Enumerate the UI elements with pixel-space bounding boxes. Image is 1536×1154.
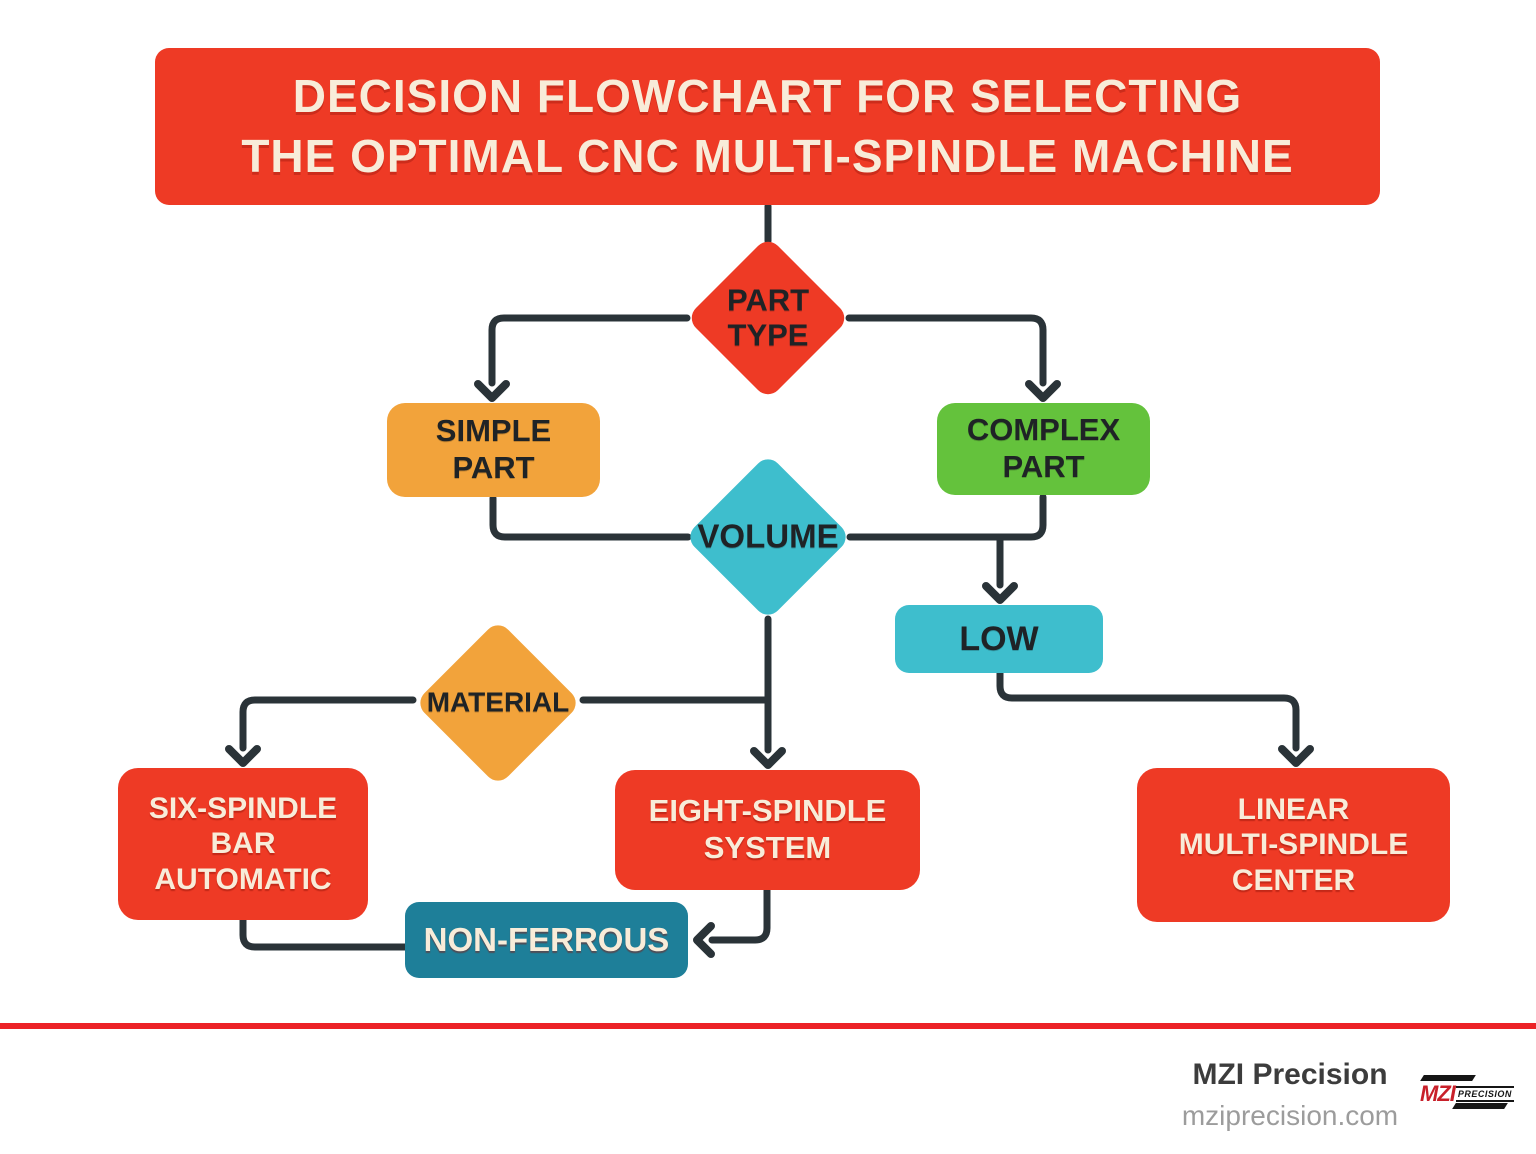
arrowhead-simple-part	[474, 380, 510, 402]
edge-part-type-to-complex	[845, 314, 1047, 387]
footer-website: mziprecision.com	[1181, 1100, 1399, 1131]
arrowhead-complex-part	[1025, 380, 1061, 402]
footer-company-name: MZI Precision	[1192, 1058, 1388, 1091]
node-simple-part: SIMPLE PART	[387, 403, 600, 497]
footer-divider	[0, 1023, 1536, 1029]
edge-material-to-six-spindle	[239, 696, 417, 752]
edge-complex-to-volume	[846, 493, 1047, 541]
node-eight-spindle-system: EIGHT-SPINDLE SYSTEM	[615, 770, 920, 890]
arrowhead-six-spindle	[225, 745, 261, 767]
edge-part-type-to-simple	[488, 314, 691, 387]
edge-six-spindle-to-non-ferrous	[239, 916, 410, 951]
node-low: LOW	[895, 605, 1103, 673]
arrowhead-low	[982, 582, 1018, 604]
arrowhead-linear	[1278, 745, 1314, 767]
logo-mzi-text: MZI	[1420, 1081, 1456, 1106]
node-linear-multi-spindle-center: LINEAR MULTI-SPINDLE CENTER	[1137, 768, 1450, 922]
footer-text-block: MZI Precision mziprecision.com	[1130, 1058, 1450, 1132]
edge-eight-spindle-to-non-ferrous	[708, 886, 771, 944]
edge-low-to-linear	[996, 669, 1300, 752]
node-complex-part: COMPLEX PART	[937, 403, 1150, 495]
logo-precision-text: PRECISION	[1455, 1086, 1514, 1102]
edge-simple-to-volume	[489, 494, 692, 541]
arrowhead-eight-spindle	[750, 747, 786, 769]
decision-volume-label: VOLUME	[697, 517, 839, 555]
decision-material-label: MATERIAL	[426, 686, 570, 718]
mzi-precision-logo: MZI PRECISION	[1420, 1072, 1514, 1112]
decision-part-type-label: PART TYPE	[726, 282, 810, 352]
node-non-ferrous: NON-FERROUS	[405, 902, 688, 978]
node-six-spindle-bar-automatic: SIX-SPINDLE BAR AUTOMATIC	[118, 768, 368, 920]
title-banner: DECISION FLOWCHART FOR SELECTING THE OPT…	[155, 48, 1380, 205]
arrowhead-non-ferrous	[693, 922, 715, 958]
